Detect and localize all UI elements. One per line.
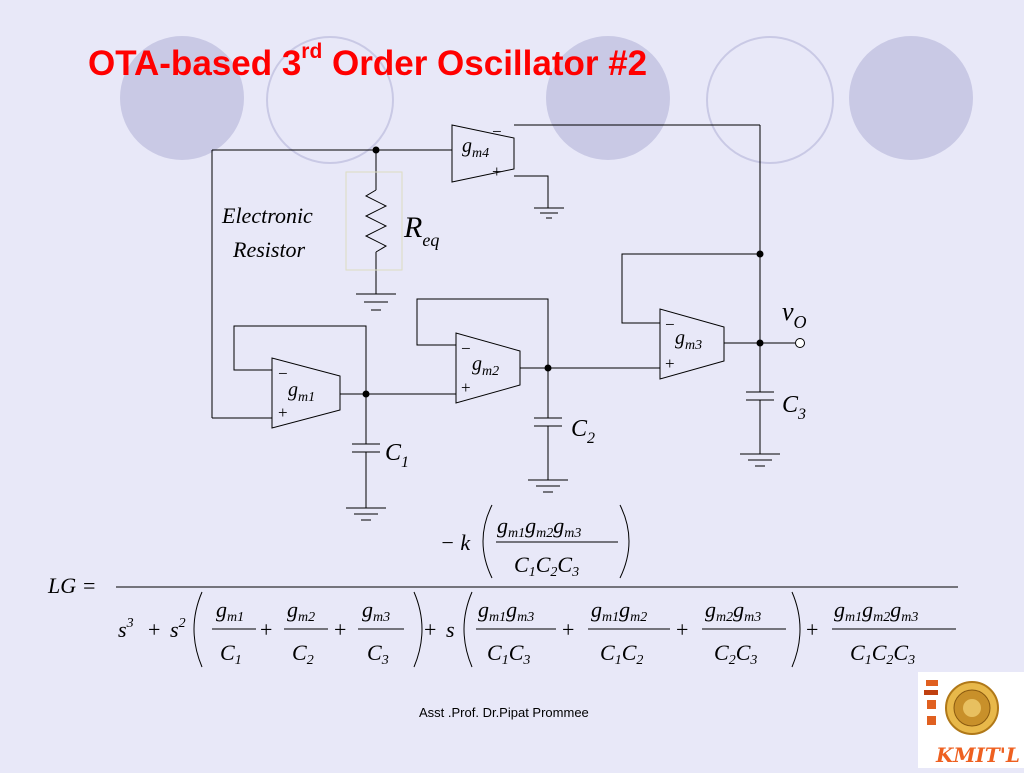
bg-circle-4 [706, 36, 834, 164]
gm3-label: gm3 [675, 327, 702, 353]
bg-circle-1 [120, 36, 244, 160]
eq-lhs: LG = [47, 573, 96, 598]
gm3-plus: + [665, 354, 675, 373]
eq-num-bottom: C1C2C3 [514, 552, 579, 580]
eq-p1-num: gm1gm3 [478, 597, 534, 625]
logo-text: KMIT'L [935, 743, 1020, 767]
eq-f3-num: gm3 [362, 597, 390, 625]
gm2-minus: − [461, 339, 471, 358]
loop-gain-equation: LG = − k gm1gm2gm3 C1C2C3 s3 + s2 gm1 C1… [47, 504, 958, 668]
eq-p2-den: C1C2 [600, 640, 643, 668]
gm1-minus: − [278, 364, 288, 383]
eq-p2-num: gm1gm2 [591, 597, 647, 625]
gm3-minus: − [665, 315, 675, 334]
title-main: OTA-based 3 [88, 44, 302, 83]
gm2-plus: + [461, 378, 471, 397]
bg-circle-3 [546, 36, 670, 160]
eq-f3-den: C3 [367, 640, 389, 668]
eq-plus-a: + [148, 617, 160, 642]
eq-last-num: gm1gm2gm3 [834, 597, 918, 625]
eq-s2: s2 [170, 616, 186, 642]
eq-f1-num: gm1 [216, 597, 244, 625]
req-label: Req [403, 211, 439, 250]
resistor-label: Resistor [232, 237, 306, 262]
bg-circle-5 [849, 36, 973, 160]
eq-num-top: gm1gm2gm3 [497, 513, 581, 541]
output-terminal [795, 338, 805, 348]
vo-label: vO [782, 297, 807, 332]
electronic-label: Electronic [221, 203, 313, 228]
eq-plus-b: + [260, 617, 272, 642]
kmitl-logo: KMIT'L [918, 672, 1024, 768]
eq-plus-f: + [676, 617, 688, 642]
gm1-label: gm1 [288, 379, 315, 405]
eq-plus-g: + [806, 617, 818, 642]
gm4-plus: + [492, 162, 502, 181]
eq-p1-den: C1C3 [487, 640, 530, 668]
eq-plus-e: + [562, 617, 574, 642]
footer-author: Asst .Prof. Dr.Pipat Prommee [419, 705, 589, 720]
title-rest: Order Oscillator #2 [322, 44, 648, 83]
slide-title: OTA-based 3rd Order Oscillator #2 [88, 40, 648, 84]
eq-f2-den: C2 [292, 640, 314, 668]
ota-signs: − + − + − + − + [278, 122, 675, 422]
ota-gm4 [451, 124, 515, 183]
eq-s3: s3 [118, 616, 134, 642]
c1-label: C1 [385, 440, 409, 471]
ota-gm2 [455, 332, 521, 404]
title-sup: rd [301, 40, 323, 64]
c3-label: C3 [782, 392, 806, 423]
eq-last-den: C1C2C3 [850, 640, 915, 668]
gm1-plus: + [278, 403, 288, 422]
gm2-label: gm2 [472, 353, 499, 379]
eq-k: − k [440, 530, 471, 555]
gm4-minus: − [492, 122, 502, 141]
eq-plus-c: + [334, 617, 346, 642]
eq-plus-d: + [424, 617, 436, 642]
circuit-wires [211, 124, 805, 521]
bg-circle-2 [266, 36, 394, 164]
eq-p3-den: C2C3 [714, 640, 757, 668]
eq-s1: s [446, 617, 455, 642]
ota-gm1 [271, 357, 341, 429]
ota-gm3 [659, 308, 725, 380]
gm4-label: gm4 [462, 135, 489, 161]
ota-labels: gm4 gm1 gm2 gm3 [288, 135, 702, 405]
eq-f2-num: gm2 [287, 597, 315, 625]
c2-label: C2 [571, 416, 595, 447]
component-labels: Electronic Resistor Req C1 C2 C3 vO [221, 203, 807, 471]
junctions [362, 146, 764, 398]
eq-p3-num: gm2gm3 [705, 597, 761, 625]
eq-f1-den: C1 [220, 640, 242, 668]
